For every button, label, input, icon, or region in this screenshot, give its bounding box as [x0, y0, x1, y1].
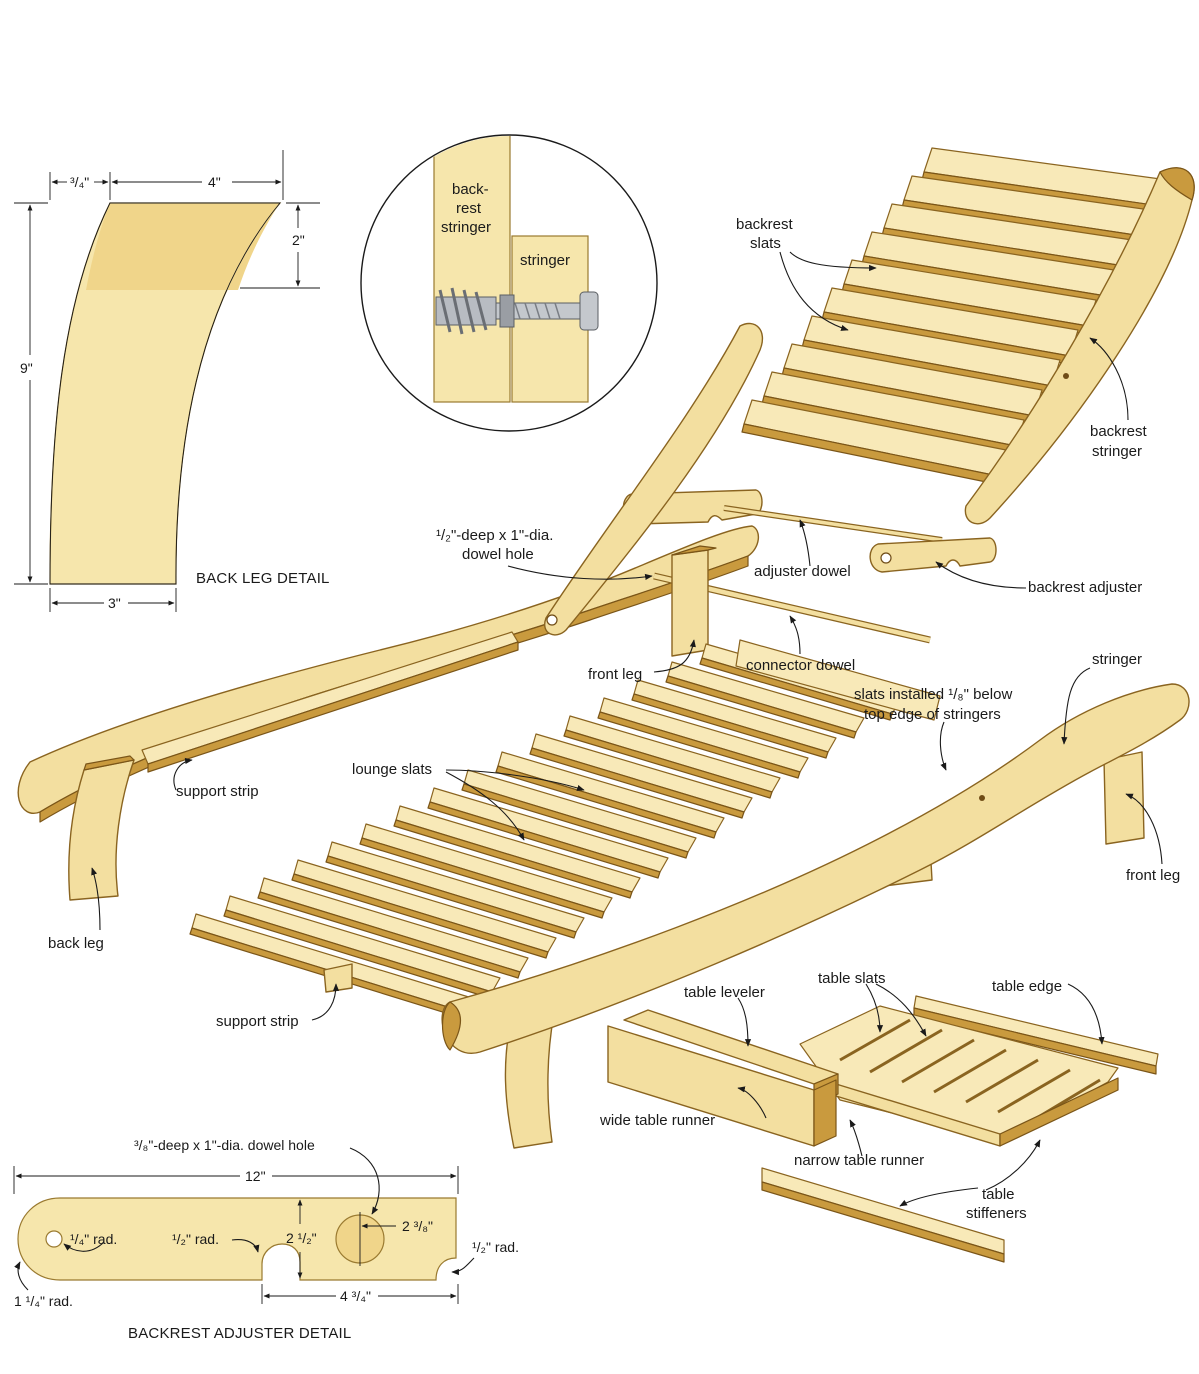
adjuster-detail-title: BACKREST ADJUSTER DETAIL	[128, 1325, 351, 1342]
dim-notch-span: 4 ³/₄"	[340, 1288, 371, 1304]
label-table-leveler: table leveler	[684, 984, 765, 1001]
inset-label-stringer: stringer	[520, 252, 570, 269]
label-slats-installed-1: slats installed ¹/₈" below	[854, 686, 1012, 703]
lower-stringer	[441, 683, 1190, 1055]
label-dowel-hole-1: ¹/₂"-deep x 1"-dia.	[436, 527, 553, 544]
label-backrest-stringer-2: stringer	[1092, 443, 1142, 460]
label-slats-installed-2: top edge of stringers	[864, 706, 1001, 723]
label-connector-dowel: connector dowel	[746, 657, 855, 674]
dim-half-rad-right: ¹/₂" rad.	[472, 1239, 519, 1255]
dim-bottom: 3"	[108, 595, 121, 611]
label-lounge-slats: lounge slats	[352, 761, 432, 778]
back-leg-piece	[68, 759, 135, 901]
label-back-leg: back leg	[48, 935, 104, 952]
label-backrest-adjuster: backrest adjuster	[1028, 579, 1142, 596]
dim-height: 9"	[20, 360, 33, 376]
inset-label-backrest-2: rest	[456, 200, 482, 217]
dim-length: 12"	[245, 1168, 266, 1184]
label-backrest-slats-2: slats	[750, 235, 781, 252]
label-front-leg-upper: front leg	[588, 666, 642, 683]
lower-backrest-adjuster	[869, 537, 997, 573]
label-backrest-slats-1: backrest	[736, 216, 794, 233]
back-leg-top-band	[86, 203, 280, 290]
upper-frame	[17, 322, 931, 901]
label-table-stiffeners-1: table	[982, 1186, 1015, 1203]
backrest-stringer-board	[433, 136, 511, 403]
label-backrest-stringer-1: backrest	[1090, 423, 1148, 440]
label-stringer: stringer	[1092, 651, 1142, 668]
backrest-assembly	[741, 147, 1195, 525]
label-wide-table-runner: wide table runner	[599, 1112, 715, 1129]
back-leg-detail: ³/₄" 4" 2" 9" 3" BACK LEG DETAIL	[14, 150, 330, 612]
leaders	[91, 251, 1163, 1207]
upper-arm	[544, 322, 764, 636]
dim-top-small: ³/₄"	[70, 174, 89, 190]
stringer-bolt-inset: back- rest stringer stringer	[360, 134, 658, 432]
dim-quarter-rad: ¹/₄" rad.	[70, 1231, 117, 1247]
upper-backrest-adjuster	[622, 489, 943, 543]
dim-adjuster-height: 2 ¹/₂"	[286, 1230, 317, 1246]
upper-front-leg	[671, 549, 709, 657]
label-table-edge: table edge	[992, 978, 1062, 995]
side-table	[607, 995, 1159, 1263]
label-support-strip-lower: support strip	[216, 1013, 299, 1030]
label-narrow-table-runner: narrow table runner	[794, 1152, 924, 1169]
label-table-stiffeners-2: stiffeners	[966, 1205, 1027, 1222]
dim-right: 2"	[292, 232, 305, 248]
part-labels: backrest slats backrest stringer ¹/₂"-de…	[48, 216, 1180, 1222]
bolt	[435, 287, 599, 335]
inset-label-backrest-1: back-	[452, 181, 489, 198]
dim-end-rad: 1 ¹/₄" rad.	[14, 1293, 73, 1309]
label-table-slats: table slats	[818, 970, 886, 987]
label-dowel-hole-2: dowel hole	[462, 546, 534, 563]
lounge-seat	[189, 639, 1190, 1149]
label-support-strip-upper: support strip	[176, 783, 259, 800]
backrest-adjuster-detail: ³/₈"-deep x 1"-dia. dowel hole 12" ¹/₄" …	[13, 1137, 519, 1342]
dim-half-rad-left: ¹/₂" rad.	[172, 1231, 219, 1247]
label-adjuster-dowel: adjuster dowel	[754, 563, 851, 580]
dim-hole-offset: 2 ³/₈"	[402, 1218, 433, 1234]
dim-dowel-hole: ³/₈"-deep x 1"-dia. dowel hole	[134, 1137, 315, 1153]
lounge-slats	[189, 639, 941, 1019]
inset-label-backrest-3: stringer	[441, 219, 491, 236]
dim-top: 4"	[208, 174, 221, 190]
label-front-leg-right: front leg	[1126, 867, 1180, 884]
back-leg-detail-title: BACK LEG DETAIL	[196, 570, 330, 587]
